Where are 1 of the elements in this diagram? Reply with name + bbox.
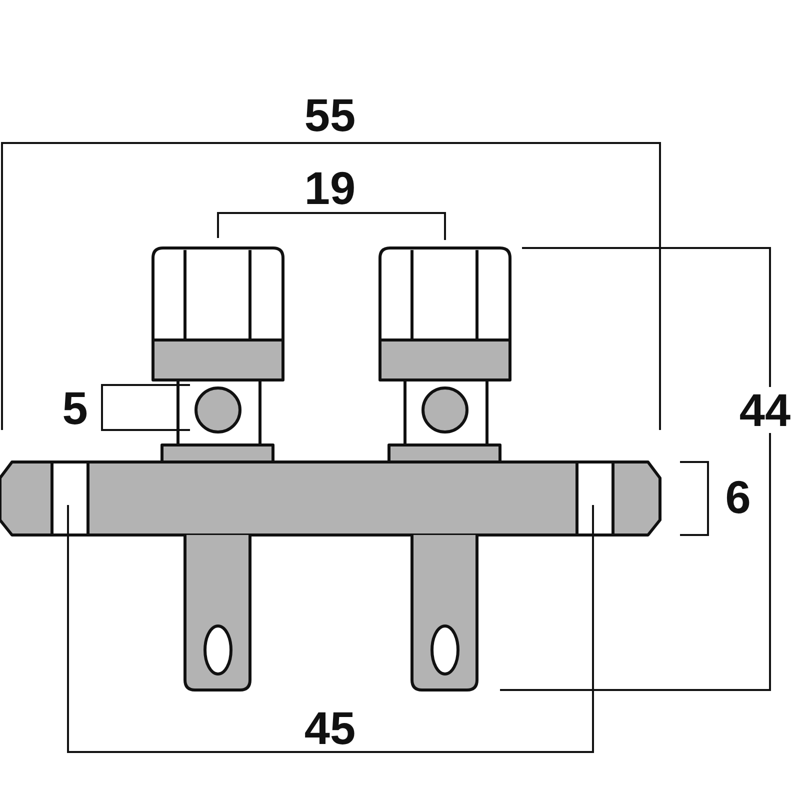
dimension-label: 44 <box>739 387 791 433</box>
